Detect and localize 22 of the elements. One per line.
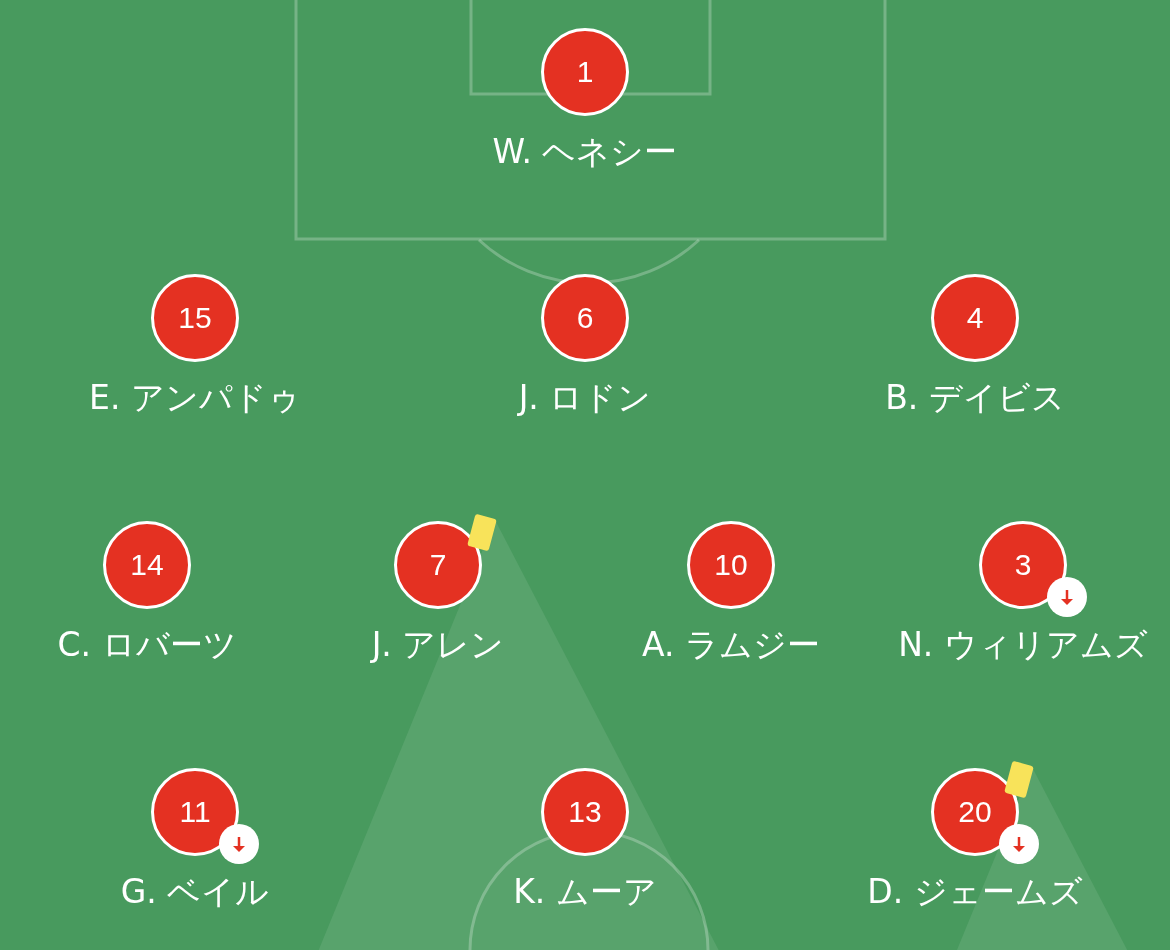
- player-circle: 7: [394, 521, 482, 609]
- player-circle: 15: [151, 274, 239, 362]
- player-circle: 13: [541, 768, 629, 856]
- player-name: W. ヘネシー: [492, 132, 678, 172]
- player-circle: 20: [931, 768, 1019, 856]
- player-name: E. アンパドゥ: [89, 378, 301, 418]
- player-circle: 10: [687, 521, 775, 609]
- player-name: G. ベイル: [120, 872, 270, 912]
- player-circle: 4: [931, 274, 1019, 362]
- player-name: A. ラムジー: [642, 625, 820, 665]
- player-name: J. ロドン: [518, 378, 652, 418]
- player-name: D. ジェームズ: [867, 872, 1083, 912]
- player-name: C. ロバーツ: [57, 625, 237, 665]
- player-circle: 1: [541, 28, 629, 116]
- player-circle: 11: [151, 768, 239, 856]
- player-name: B. デイビス: [885, 378, 1065, 418]
- player-name: K. ムーア: [513, 872, 657, 912]
- player-circle: 14: [103, 521, 191, 609]
- player-name: J. アレン: [371, 625, 505, 665]
- player-circle: 6: [541, 274, 629, 362]
- player-circle: 3: [979, 521, 1067, 609]
- player-name: N. ウィリアムズ: [898, 625, 1148, 665]
